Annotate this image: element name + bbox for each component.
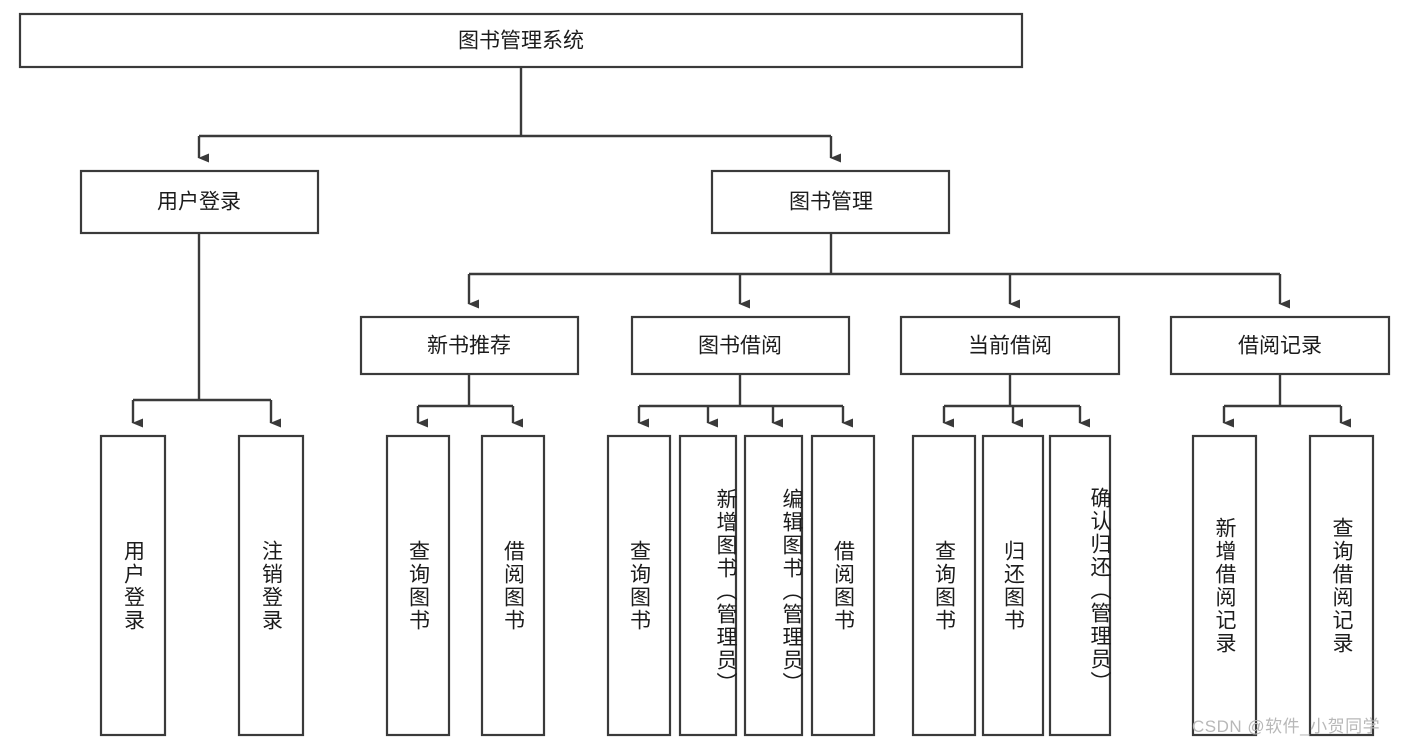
node-user-login-label: 用户登录 — [157, 191, 241, 214]
leaf-box-new-book-1[interactable] — [480, 434, 546, 737]
leaf-box-book-borrow-0[interactable] — [606, 434, 672, 737]
leaf-box-borrow-record-1[interactable] — [1308, 434, 1375, 737]
leaf-box-user-login-0[interactable] — [99, 434, 167, 737]
leaf-box-current-borrow-2[interactable] — [1048, 434, 1112, 737]
node-book-borrow-label: 图书借阅 — [698, 335, 782, 358]
leaf-box-book-borrow-1[interactable] — [678, 434, 738, 737]
leaf-box-borrow-record-0[interactable] — [1191, 434, 1258, 737]
leaf-box-user-login-1[interactable] — [237, 434, 305, 737]
node-book-manage-label: 图书管理 — [789, 191, 873, 214]
node-root-label: 图书管理系统 — [458, 30, 584, 53]
node-new-book-recommend-label: 新书推荐 — [427, 335, 511, 358]
node-root-box[interactable] — [18, 12, 1024, 69]
node-current-borrow-label: 当前借阅 — [968, 335, 1052, 358]
leaf-box-new-book-0[interactable] — [385, 434, 451, 737]
node-user-login-box[interactable] — [79, 169, 320, 235]
node-borrow-record-label: 借阅记录 — [1238, 335, 1322, 358]
leaf-box-current-borrow-0[interactable] — [911, 434, 977, 737]
leaf-box-current-borrow-1[interactable] — [981, 434, 1045, 737]
watermark-text: CSDN @软件_小贺同学 — [1192, 717, 1381, 736]
leaf-box-book-borrow-2[interactable] — [743, 434, 804, 737]
leaf-box-book-borrow-3[interactable] — [810, 434, 876, 737]
node-current-borrow-box[interactable] — [899, 315, 1121, 376]
node-new-book-recommend-box[interactable] — [359, 315, 580, 376]
